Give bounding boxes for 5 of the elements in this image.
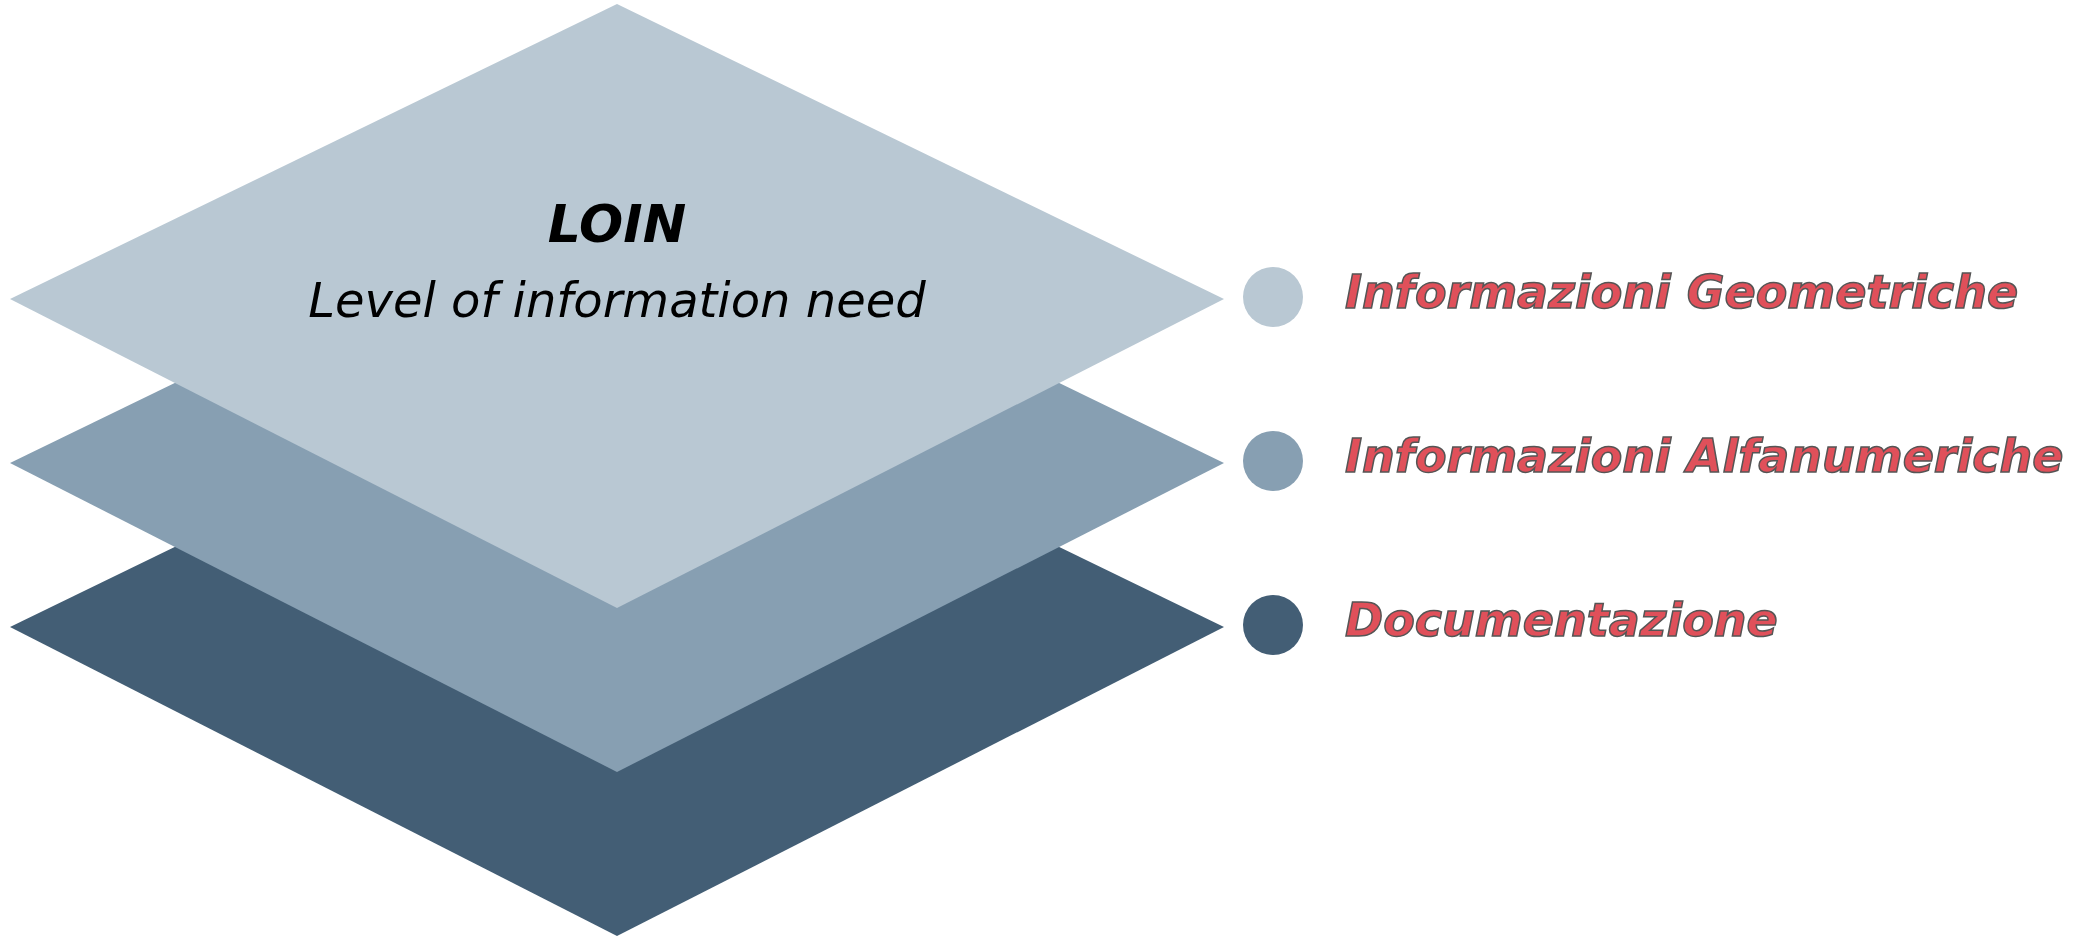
legend-label: Informazioni Alfanumeriche — [1345, 429, 2064, 483]
subtitle-text: Level of information need — [307, 272, 927, 328]
heading-text: LOIN — [546, 194, 688, 254]
legend-label: Documentazione — [1345, 593, 1778, 647]
legend-label: Informazioni Geometriche — [1345, 265, 2019, 319]
